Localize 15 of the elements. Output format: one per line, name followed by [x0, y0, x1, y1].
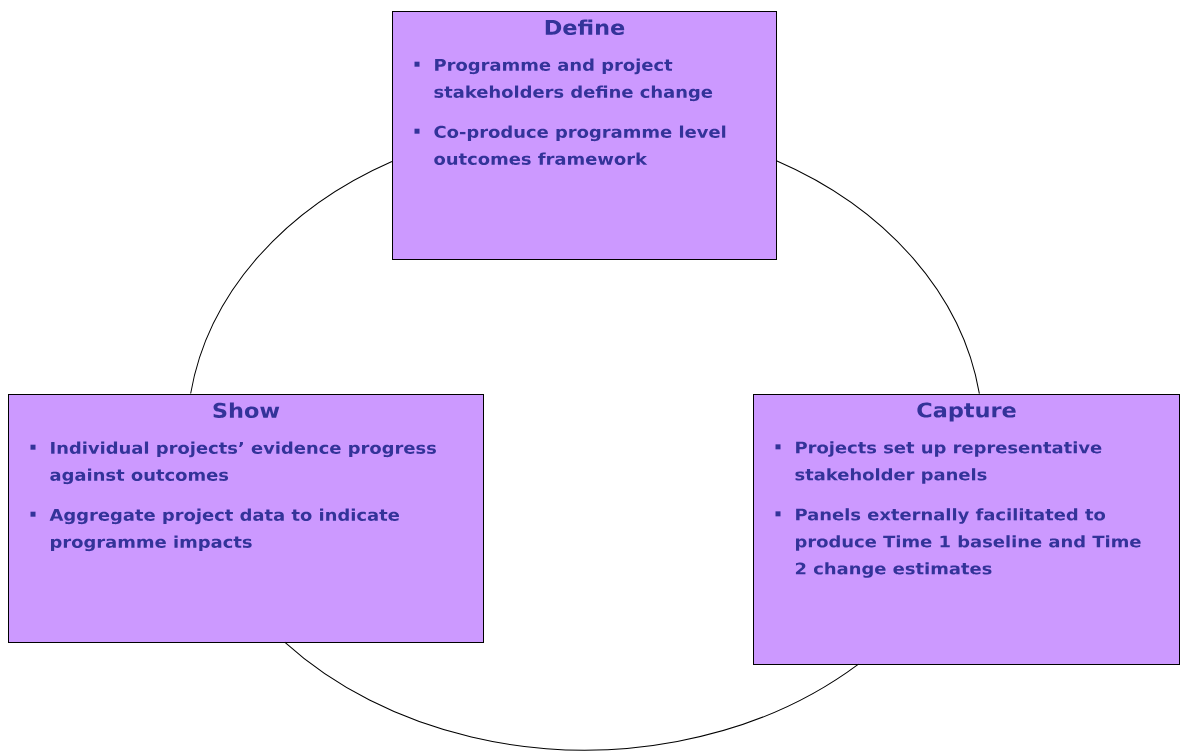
- connector-arc: [775, 160, 980, 395]
- process-box: [392, 11, 777, 260]
- heading: Show: [213, 402, 280, 418]
- bullet-item: Panels externally facilitated to produce Time 1 baseline and Time 2 change estimates: [775, 508, 1141, 578]
- heading: Capture: [917, 402, 1016, 422]
- connector-arc: [190, 160, 393, 394]
- connector-arc: [284, 641, 859, 751]
- bullet-item: Projects set up representative stakeholder panels: [775, 441, 1102, 484]
- process-box: [753, 394, 1180, 665]
- bullet-item: Individual projects’ evidence progress against outcomes: [30, 441, 436, 485]
- bullet-item: Aggregate project data to indicate programme impacts: [30, 508, 399, 552]
- bullet-item: Programme and project stakeholders define change: [414, 58, 713, 102]
- bullet-item: Co-produce programme level outcomes framework: [414, 125, 726, 165]
- process-box: [8, 394, 484, 643]
- heading: Define: [545, 19, 625, 35]
